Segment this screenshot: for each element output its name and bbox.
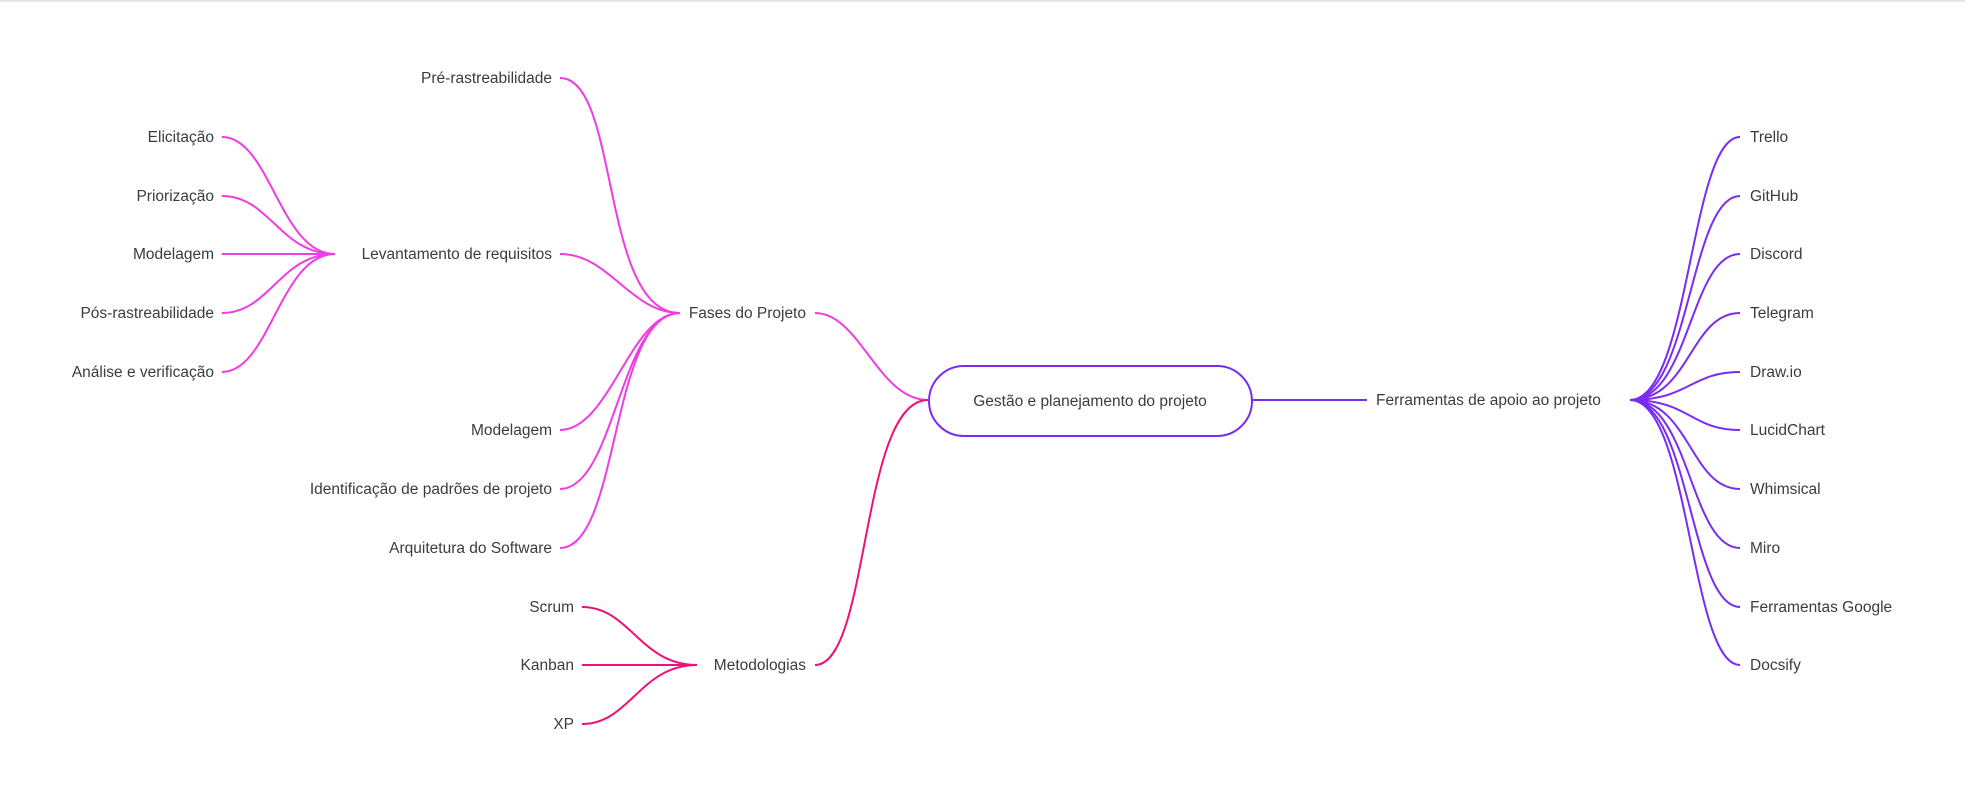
edge-lev-analise bbox=[221, 253, 336, 373]
node-whimsical[interactable]: Whimsical bbox=[1750, 481, 1821, 498]
node-priorizacao[interactable]: Priorização bbox=[136, 188, 214, 205]
node-lucidchart[interactable]: LucidChart bbox=[1750, 422, 1826, 439]
edge-lev-elicitacao bbox=[221, 136, 336, 255]
edge-ferr-github bbox=[1629, 195, 1741, 401]
node-pre-rastreabilidade[interactable]: Pré-rastreabilidade bbox=[421, 70, 552, 87]
root-node-box bbox=[928, 365, 1253, 437]
node-arquitetura-do-software[interactable]: Arquitetura do Software bbox=[389, 540, 552, 557]
edge-met-xp bbox=[581, 664, 698, 725]
node-github[interactable]: GitHub bbox=[1750, 188, 1798, 205]
edge-ferr-discord bbox=[1629, 253, 1741, 401]
edge-ferr-google bbox=[1629, 399, 1741, 608]
node-elicitacao[interactable]: Elicitação bbox=[148, 129, 214, 146]
node-drawio[interactable]: Draw.io bbox=[1750, 364, 1802, 381]
edge-ferr-whimsical bbox=[1629, 399, 1741, 490]
node-modelagem-requisitos[interactable]: Modelagem bbox=[133, 246, 214, 263]
node-ferramentas-google[interactable]: Ferramentas Google bbox=[1750, 599, 1892, 616]
node-fases-do-projeto[interactable]: Fases do Projeto bbox=[689, 305, 806, 322]
edge-ferr-trello bbox=[1629, 136, 1741, 401]
node-miro[interactable]: Miro bbox=[1750, 540, 1780, 557]
ferramentas-edges bbox=[1252, 136, 1741, 666]
node-scrum[interactable]: Scrum bbox=[529, 599, 574, 616]
edge-fases-identificacao bbox=[559, 312, 681, 490]
top-border bbox=[0, 0, 1965, 2]
edge-fases-arquitetura bbox=[559, 312, 681, 549]
edge-ferr-telegram bbox=[1629, 312, 1741, 401]
node-levantamento-de-requisitos[interactable]: Levantamento de requisitos bbox=[362, 246, 553, 263]
node-ferramentas-de-apoio[interactable]: Ferramentas de apoio ao projeto bbox=[1376, 392, 1601, 409]
edge-root-fases bbox=[814, 312, 929, 401]
metodologias-edges bbox=[581, 399, 929, 725]
edge-root-metodologias bbox=[814, 399, 929, 666]
edge-ferr-docsify bbox=[1629, 399, 1741, 666]
node-pos-rastreabilidade[interactable]: Pós-rastreabilidade bbox=[80, 305, 214, 322]
fases-edges bbox=[221, 77, 929, 549]
node-discord[interactable]: Discord bbox=[1750, 246, 1803, 263]
edge-fases-levantamento bbox=[559, 253, 681, 314]
node-metodologias[interactable]: Metodologias bbox=[714, 657, 806, 674]
edge-met-scrum bbox=[581, 606, 698, 666]
edge-ferr-miro bbox=[1629, 399, 1741, 549]
node-xp[interactable]: XP bbox=[553, 716, 574, 733]
edge-ferr-drawio bbox=[1629, 371, 1741, 401]
node-modelagem[interactable]: Modelagem bbox=[471, 422, 552, 439]
root-node[interactable]: Gestão e planejamento do projeto bbox=[928, 365, 1253, 437]
root-node-label: Gestão e planejamento do projeto bbox=[973, 393, 1207, 410]
edge-lev-pos-rastreabilidade bbox=[221, 253, 336, 314]
edge-fases-pre-rastreabilidade bbox=[559, 77, 681, 314]
node-trello[interactable]: Trello bbox=[1750, 129, 1788, 146]
node-analise-e-verificacao[interactable]: Análise e verificação bbox=[72, 364, 214, 381]
node-identificacao-de-padroes[interactable]: Identificação de padrões de projeto bbox=[310, 481, 552, 498]
node-docsify[interactable]: Docsify bbox=[1750, 657, 1801, 674]
edge-ferr-lucidchart bbox=[1629, 399, 1741, 431]
edge-lev-priorizacao bbox=[221, 195, 336, 255]
node-telegram[interactable]: Telegram bbox=[1750, 305, 1814, 322]
node-kanban[interactable]: Kanban bbox=[521, 657, 574, 674]
